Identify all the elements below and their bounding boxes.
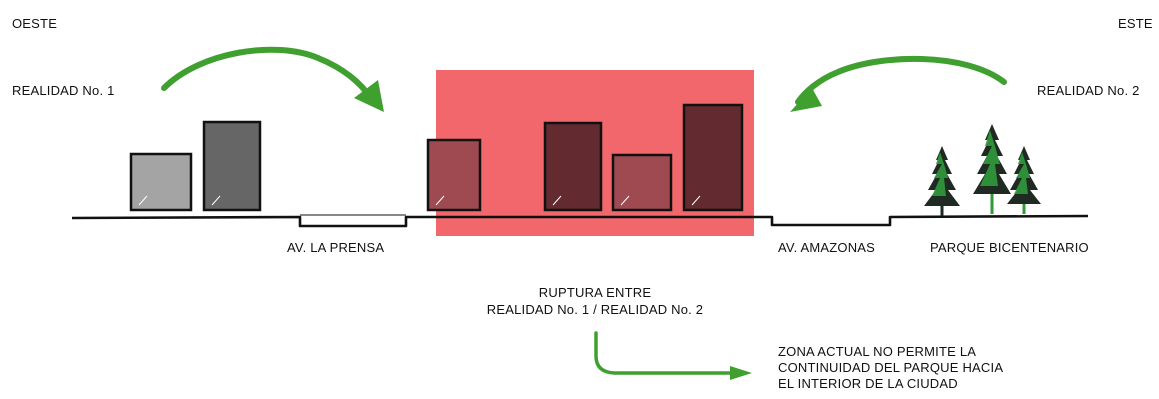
curved-arrow-icon	[790, 55, 1007, 112]
zone-caption-line-3: EL INTERIOR DE LA CIUDAD	[778, 376, 958, 391]
av-la-prensa-label: AV. LA PRENSA	[287, 240, 385, 255]
west-label: OESTE	[12, 16, 58, 31]
building-rupture-3	[611, 153, 673, 212]
rupture-caption: RUPTURA ENTRE REALIDAD No. 1 / REALIDAD …	[440, 285, 750, 317]
ground-section-line	[71, 214, 1089, 228]
east-label: ESTE	[1118, 16, 1153, 31]
zone-caption-line-2: CONTINUIDAD DEL PARQUE HACIA	[778, 360, 1004, 375]
parque-bicentenario-label: PARQUE BICENTENARIO	[930, 240, 1089, 255]
av-amazonas-label: AV. AMAZONAS	[778, 240, 876, 255]
building-left-small	[129, 152, 193, 212]
reality-1-label: REALIDAD No. 1	[12, 83, 115, 98]
tree-icon	[924, 146, 960, 216]
rupture-caption-line-2: REALIDAD No. 1 / REALIDAD No. 2	[486, 302, 704, 317]
zone-caption-line-1: ZONA ACTUAL NO PERMITE LA	[778, 344, 977, 359]
curved-arrow-icon	[161, 46, 384, 112]
building-rupture-4	[682, 103, 744, 212]
building-rupture-2	[543, 121, 603, 212]
rupture-caption-line-1: RUPTURA ENTRE	[538, 285, 652, 300]
zone-caption: ZONA ACTUAL NO PERMITE LA CONTINUIDAD DE…	[778, 344, 1003, 392]
tree-icon	[973, 124, 1011, 214]
building-left-tall	[202, 120, 262, 212]
reality-2-label: REALIDAD No. 2	[1037, 83, 1140, 98]
tree-icon	[1007, 146, 1041, 214]
building-rupture-1	[426, 138, 482, 212]
bent-arrow-icon	[594, 331, 752, 380]
